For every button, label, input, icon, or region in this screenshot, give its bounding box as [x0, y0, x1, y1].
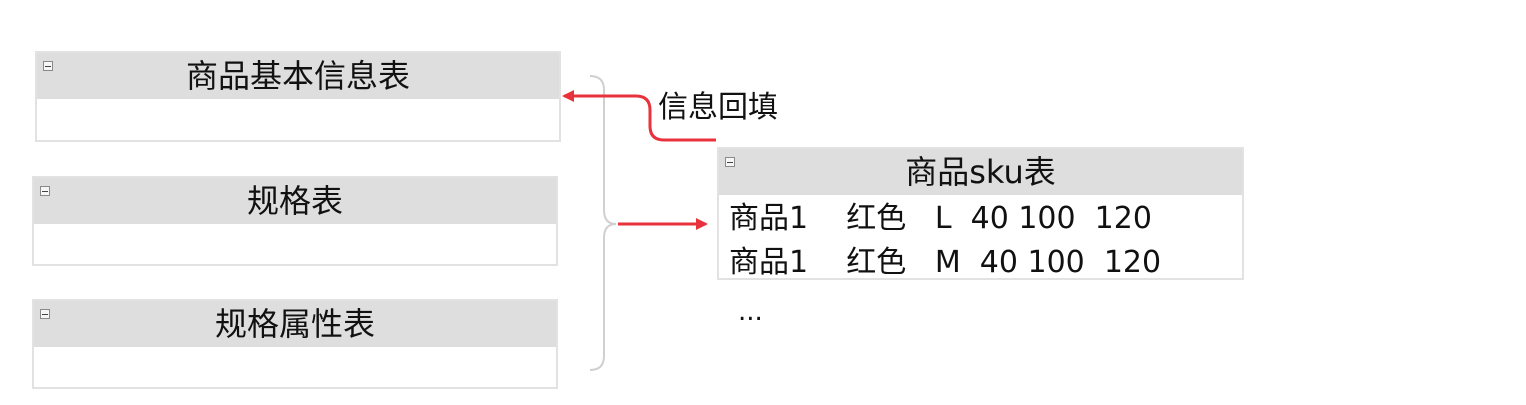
table-header: 规格表 [34, 178, 556, 224]
table-header: 商品sku表 [719, 149, 1242, 195]
table-row: 商品1 红色 L 40 100 120 [729, 201, 1152, 236]
table-header: 规格属性表 [34, 301, 556, 347]
collapse-icon[interactable] [40, 309, 50, 319]
backfill-arrow [562, 90, 716, 142]
table-title: 商品sku表 [905, 153, 1056, 191]
table-body: 商品1 红色 L 40 100 120 商品1 红色 M 40 100 120 [719, 195, 1242, 280]
table-spec-attr[interactable]: 规格属性表 [32, 299, 558, 389]
grouping-bracket [589, 75, 617, 371]
backfill-label: 信息回填 [658, 90, 778, 125]
table-title: 规格表 [246, 182, 343, 220]
collapse-icon[interactable] [725, 157, 735, 167]
table-title: 规格属性表 [214, 305, 375, 343]
sku-ellipsis: ... [738, 297, 763, 327]
table-row: 商品1 红色 M 40 100 120 [729, 245, 1162, 280]
table-header: 商品基本信息表 [37, 53, 559, 99]
collapse-icon[interactable] [43, 61, 53, 71]
table-sku[interactable]: 商品sku表 商品1 红色 L 40 100 120 商品1 红色 M 40 1… [717, 147, 1244, 280]
table-spec[interactable]: 规格表 [32, 176, 558, 266]
table-title: 商品基本信息表 [185, 57, 410, 95]
table-basic-info[interactable]: 商品基本信息表 [35, 51, 561, 142]
collapse-icon[interactable] [40, 186, 50, 196]
